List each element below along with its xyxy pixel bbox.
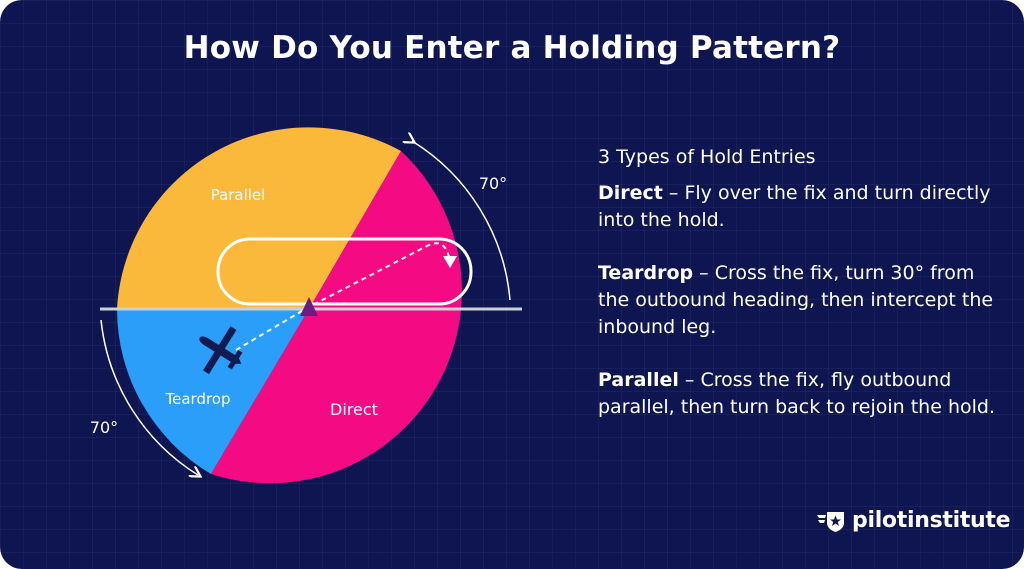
page-title: How Do You Enter a Holding Pattern? (183, 30, 841, 66)
direct-sector-label: Direct (330, 400, 378, 419)
teardrop-sector (117, 309, 309, 474)
entry-direct-name: Direct (598, 182, 663, 204)
entry-parallel: Parallel – Cross the fix, fly outbound p… (598, 367, 998, 421)
entry-parallel-name: Parallel (598, 369, 679, 391)
brand-name: pilotinstitute (852, 508, 1011, 533)
direct-sector (211, 151, 462, 484)
teardrop-sector-label: Teardrop (165, 390, 231, 408)
parallel-sector-label: Parallel (211, 186, 266, 204)
entry-teardrop-name: Teardrop (598, 262, 694, 284)
holding-fix-icon (300, 297, 318, 316)
flight-path-arrowhead-icon (443, 256, 457, 268)
hold-entries-heading: 3 Types of Hold Entries (598, 146, 816, 168)
entry-direct: Direct – Fly over the fix and turn direc… (598, 180, 998, 234)
angle-arc-top (412, 141, 511, 301)
airplane-icon (199, 326, 243, 375)
entry-teardrop: Teardrop – Cross the fix, turn 30° from … (598, 260, 998, 341)
entry-parallel-text: – Cross the fix, fly outbound parallel, … (598, 369, 995, 418)
hold-entries-panel: 3 Types of Hold Entries Direct – Fly ove… (598, 146, 998, 447)
angle-label-left: 70° (90, 418, 118, 437)
holding-racetrack (216, 237, 473, 306)
parallel-sector (117, 127, 401, 309)
entry-direct-text: – Fly over the fix and turn directly int… (598, 182, 991, 231)
angle-arc-left (100, 319, 198, 475)
entry-teardrop-text: – Cross the fix, turn 30° from the outbo… (598, 262, 994, 338)
angle-label-top: 70° (479, 174, 507, 193)
brand-logo: pilotinstitute (817, 508, 1011, 533)
winged-star-logo-icon (817, 511, 844, 532)
